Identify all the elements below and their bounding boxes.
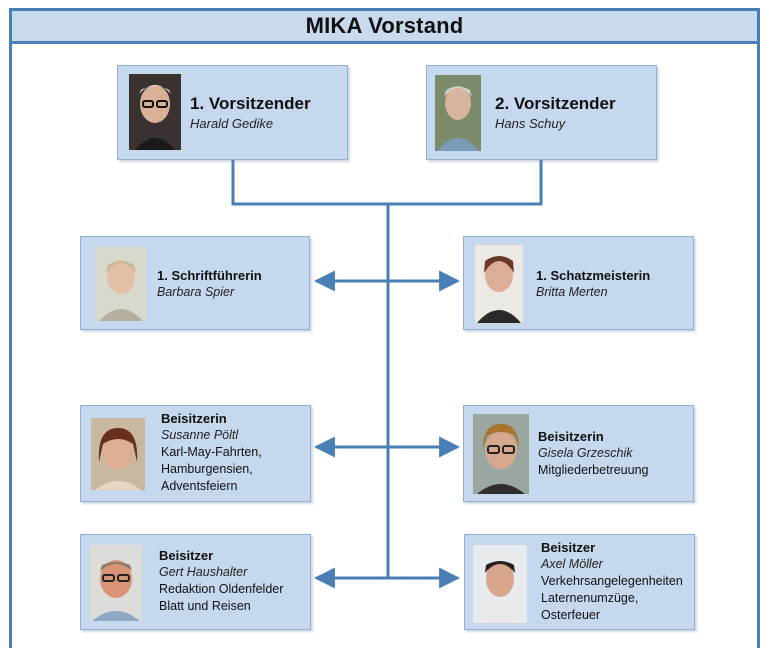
role-label: 2. Vorsitzender bbox=[495, 94, 616, 113]
card-beisitzer-left: Beisitzer Gert Haushalter Redaktion Olde… bbox=[80, 534, 311, 630]
connector-top-right bbox=[388, 160, 543, 206]
member-detail: Laternenumzüge, bbox=[541, 591, 639, 605]
card-beisitzer-right: Beisitzer Axel Möller Verkehrsangelegenh… bbox=[464, 534, 695, 630]
portrait-photo bbox=[91, 418, 145, 490]
role-label: Beisitzerin bbox=[538, 429, 604, 444]
portrait-photo bbox=[129, 74, 181, 150]
member-name: Harald Gedike bbox=[190, 116, 274, 131]
member-name: Hans Schuy bbox=[495, 116, 566, 131]
member-detail: Verkehrsangelegenheiten bbox=[541, 574, 683, 588]
connector-top-left bbox=[231, 160, 388, 206]
card-schatzmeisterin: 1. Schatzmeisterin Britta Merten bbox=[463, 236, 694, 330]
member-name: Britta Merten bbox=[536, 285, 608, 299]
role-label: 1. Vorsitzender bbox=[190, 94, 311, 113]
role-label: 1. Schatzmeisterin bbox=[536, 268, 651, 283]
role-label: Beisitzer bbox=[541, 540, 596, 555]
member-detail: Karl-May-Fahrten, bbox=[161, 445, 262, 459]
member-detail: Mitgliederbetreuung bbox=[538, 463, 649, 477]
role-label: Beisitzerin bbox=[161, 411, 227, 426]
role-label: Beisitzer bbox=[159, 548, 214, 563]
portrait-photo bbox=[473, 414, 529, 494]
member-detail: Adventsfeiern bbox=[161, 479, 238, 493]
member-name: Gisela Grzeschik bbox=[538, 446, 633, 460]
member-detail: Blatt und Reisen bbox=[159, 599, 251, 613]
card-beisitzerin-left: Beisitzerin Susanne Pöltl Karl-May-Fahrt… bbox=[80, 405, 311, 502]
member-name: Barbara Spier bbox=[157, 285, 235, 299]
member-detail: Hamburgensien, bbox=[161, 462, 253, 476]
chart-title: MIKA Vorstand bbox=[305, 13, 464, 38]
card-schriftfuehrerin: 1. Schriftführerin Barbara Spier bbox=[80, 236, 310, 330]
card-beisitzerin-right: Beisitzerin Gisela Grzeschik Mitgliederb… bbox=[463, 405, 694, 502]
member-detail: Osterfeuer bbox=[541, 608, 601, 622]
portrait-photo bbox=[473, 545, 527, 623]
member-name: Gert Haushalter bbox=[159, 565, 248, 579]
card-vorsitzender-1: 1. Vorsitzender Harald Gedike bbox=[117, 65, 348, 160]
card-vorsitzender-2: 2. Vorsitzender Hans Schuy bbox=[426, 65, 657, 160]
title-bar: MIKA Vorstand bbox=[9, 8, 760, 44]
portrait-photo bbox=[90, 545, 142, 621]
member-detail: Redaktion Oldenfelder bbox=[159, 582, 284, 596]
member-name: Susanne Pöltl bbox=[161, 428, 239, 442]
member-name: Axel Möller bbox=[541, 557, 603, 571]
portrait-photo bbox=[96, 247, 146, 321]
portrait-photo bbox=[435, 75, 481, 151]
portrait-photo bbox=[475, 245, 523, 323]
role-label: 1. Schriftführerin bbox=[157, 268, 262, 283]
